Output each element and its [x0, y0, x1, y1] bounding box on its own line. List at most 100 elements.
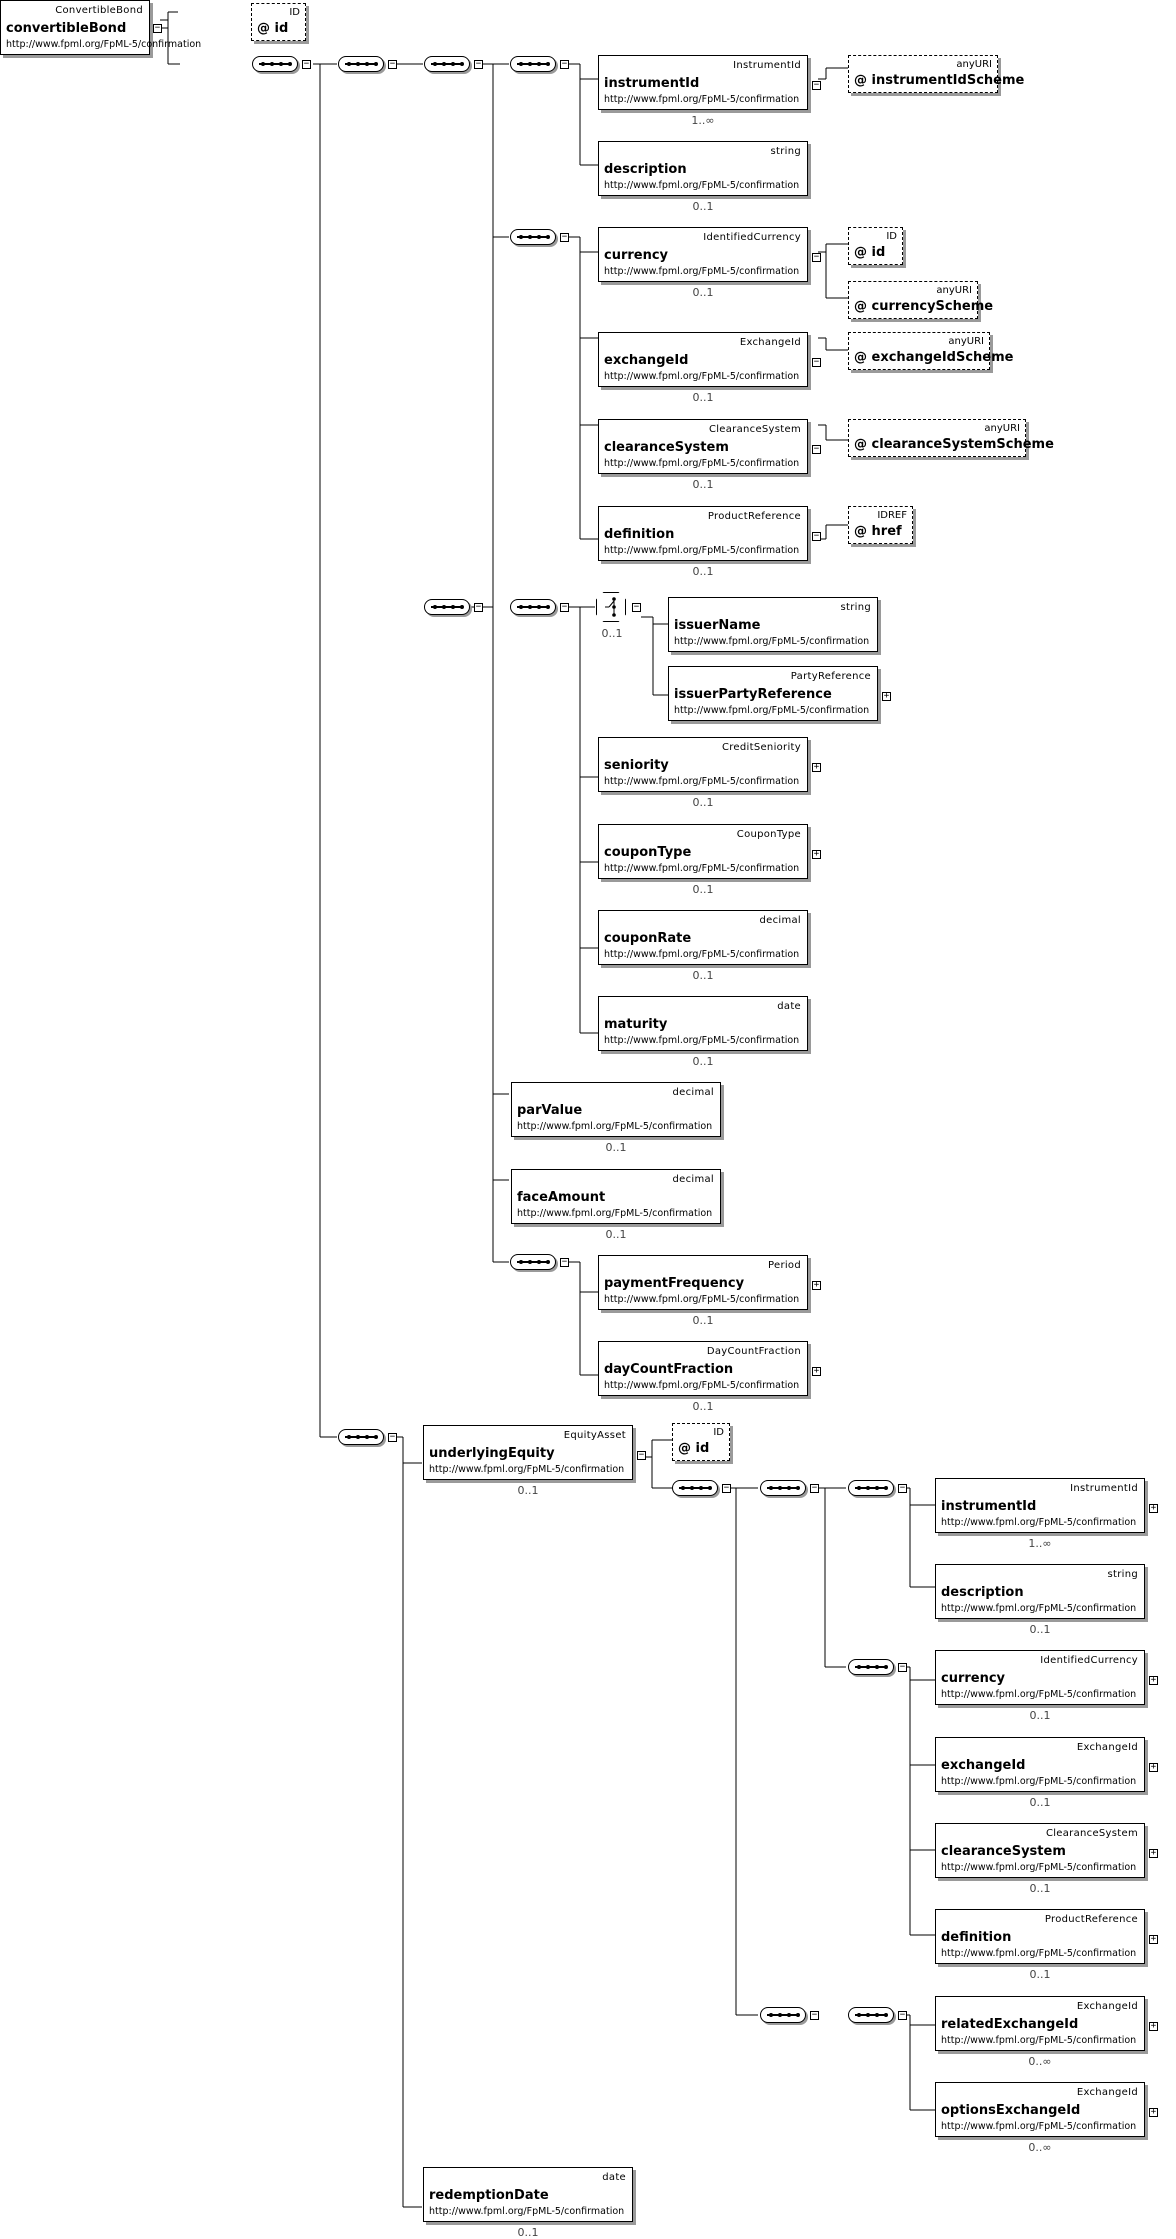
- namespace-label: http://www.fpml.org/FpML-5/confirmation: [604, 776, 800, 787]
- cardinality-label: 0..1: [605, 1228, 627, 1241]
- collapse-toggle[interactable]: −: [898, 2010, 907, 2020]
- expand-toggle[interactable]: +: [1149, 2021, 1158, 2031]
- collapse-toggle[interactable]: −: [474, 602, 483, 612]
- sequence-compositor: [424, 56, 470, 72]
- namespace-label: http://www.fpml.org/FpML-5/confirmation: [429, 1464, 625, 1475]
- collapse-toggle[interactable]: −: [388, 59, 397, 69]
- expand-toggle[interactable]: +: [1149, 1762, 1158, 1772]
- attribute-name: @ id: [257, 21, 289, 36]
- cardinality-label: 1..∞: [1028, 1537, 1052, 1550]
- collapse-toggle[interactable]: −: [560, 602, 569, 612]
- expand-toggle[interactable]: +: [812, 762, 821, 772]
- element-name: paymentFrequency: [604, 1276, 745, 1291]
- collapse-toggle[interactable]: −: [560, 232, 569, 242]
- type-label: ExchangeId: [1076, 2087, 1138, 2098]
- cardinality-label: 0..1: [692, 286, 714, 299]
- type-label: ExchangeId: [1076, 1742, 1138, 1753]
- collapse-toggle[interactable]: −: [898, 1662, 907, 1672]
- expand-toggle[interactable]: +: [882, 691, 891, 701]
- attribute-name: @ exchangeIdScheme: [854, 350, 1014, 365]
- expand-toggle[interactable]: +: [1149, 2107, 1158, 2117]
- cardinality-label: 0..∞: [1028, 2141, 1052, 2154]
- expand-toggle[interactable]: +: [812, 1280, 821, 1290]
- namespace-label: http://www.fpml.org/FpML-5/confirmation: [604, 458, 800, 469]
- element-name: issuerPartyReference: [674, 687, 832, 702]
- sequence-compositor: [510, 599, 556, 615]
- collapse-toggle[interactable]: −: [560, 59, 569, 69]
- collapse-toggle[interactable]: −: [302, 59, 311, 69]
- element-name: maturity: [604, 1017, 668, 1032]
- collapse-toggle[interactable]: −: [812, 531, 821, 541]
- type-label: ProductReference: [1044, 1914, 1138, 1925]
- sequence-compositor: [760, 2007, 806, 2023]
- element-name: couponRate: [604, 931, 692, 946]
- namespace-label: http://www.fpml.org/FpML-5/confirmation: [604, 1380, 800, 1391]
- cardinality-label: 0..1: [692, 565, 714, 578]
- element-name: exchangeId: [604, 353, 689, 368]
- collapse-toggle[interactable]: −: [812, 252, 821, 262]
- namespace-label: http://www.fpml.org/FpML-5/confirmation: [604, 863, 800, 874]
- collapse-toggle[interactable]: −: [812, 80, 821, 90]
- expand-toggle[interactable]: +: [1149, 1675, 1158, 1685]
- collapse-toggle[interactable]: −: [388, 1432, 397, 1442]
- collapse-toggle[interactable]: −: [474, 59, 483, 69]
- collapse-toggle[interactable]: −: [812, 444, 821, 454]
- type-label: InstrumentId: [1070, 1483, 1138, 1494]
- collapse-toggle[interactable]: −: [560, 1257, 569, 1267]
- element-name: currency: [941, 1671, 1006, 1686]
- cardinality-label: 0..1: [601, 627, 623, 640]
- attribute-name: @ instrumentIdScheme: [854, 73, 1025, 88]
- element-name: redemptionDate: [429, 2188, 549, 2203]
- collapse-toggle[interactable]: −: [153, 23, 162, 33]
- collapse-toggle[interactable]: −: [632, 602, 641, 612]
- type-label: string: [840, 602, 871, 613]
- collapse-toggle[interactable]: −: [637, 1450, 646, 1460]
- sequence-compositor: [338, 56, 384, 72]
- collapse-toggle[interactable]: −: [898, 1483, 907, 1493]
- collapse-toggle[interactable]: −: [810, 2010, 819, 2020]
- expand-toggle[interactable]: +: [812, 849, 821, 859]
- element-name: instrumentId: [941, 1499, 1037, 1514]
- expand-toggle[interactable]: +: [1149, 1503, 1158, 1513]
- choice-compositor: [596, 592, 626, 622]
- collapse-toggle[interactable]: −: [812, 357, 821, 367]
- element-name: exchangeId: [941, 1758, 1026, 1773]
- collapse-toggle[interactable]: −: [810, 1483, 819, 1493]
- expand-toggle[interactable]: +: [812, 1366, 821, 1376]
- namespace-label: http://www.fpml.org/FpML-5/confirmation: [604, 1294, 800, 1305]
- expand-toggle[interactable]: +: [1149, 1934, 1158, 1944]
- attribute-name: @ clearanceSystemScheme: [854, 437, 1054, 452]
- type-label: string: [770, 146, 801, 157]
- expand-toggle[interactable]: +: [1149, 1848, 1158, 1858]
- collapse-toggle[interactable]: −: [722, 1483, 731, 1493]
- element-name: instrumentId: [604, 76, 700, 91]
- sequence-compositor: [760, 1480, 806, 1496]
